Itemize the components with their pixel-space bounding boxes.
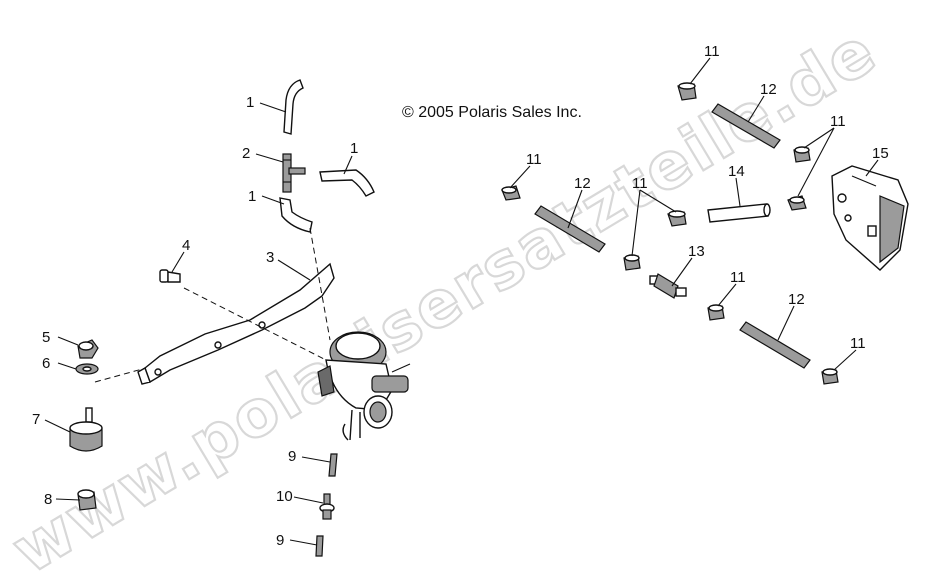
callout-12-low: 12 [788, 291, 805, 308]
callout-13: 13 [688, 243, 705, 260]
pin-part-9-lower[interactable] [315, 535, 324, 557]
hose-part-1-right[interactable] [319, 169, 375, 197]
hose-part-12-mid[interactable] [534, 205, 606, 253]
clamp-part-11-c[interactable] [667, 210, 687, 227]
assembly-line-isolator [94, 367, 147, 383]
fitting-part-2[interactable] [282, 153, 306, 193]
callout-11-right: 11 [830, 113, 846, 130]
clamp-part-11-b[interactable] [501, 185, 521, 201]
pin-part-9-upper[interactable] [328, 453, 338, 477]
callout-10: 10 [276, 488, 293, 505]
callout-1-upper: 1 [246, 94, 254, 111]
clamp-part-11-h[interactable] [821, 368, 839, 385]
clamp-part-11-d[interactable] [623, 254, 641, 271]
hose-part-12-low[interactable] [739, 321, 811, 369]
carburetor[interactable] [317, 331, 411, 441]
filter-part-13[interactable] [649, 273, 687, 299]
tube-part-14[interactable] [707, 203, 771, 223]
callout-11-top: 11 [704, 43, 720, 60]
washer-part-6[interactable] [75, 363, 99, 375]
bolt-part-4[interactable] [159, 269, 181, 283]
callout-14: 14 [728, 163, 745, 180]
clamp-part-11-a[interactable] [677, 82, 697, 101]
callout-12-top: 12 [760, 81, 777, 98]
callout-1-right: 1 [350, 140, 358, 157]
hose-part-12-top[interactable] [711, 103, 781, 149]
callout-3: 3 [266, 249, 274, 266]
callout-9-lower: 9 [276, 532, 284, 549]
callout-11-mid: 11 [632, 175, 648, 192]
callout-9-upper: 9 [288, 448, 296, 465]
jet-part-10[interactable] [319, 493, 335, 520]
clamp-part-11-e[interactable] [793, 146, 811, 163]
callout-11-left: 11 [526, 151, 542, 168]
assembly-line-hose [309, 227, 331, 341]
fuel-pump-part-15[interactable] [831, 165, 909, 271]
callout-11-bottom: 11 [850, 335, 866, 352]
callout-labels: 1 1 1 2 3 4 5 6 7 8 9 9 10 11 11 11 11 1… [32, 43, 889, 549]
clamp-part-11-g[interactable] [707, 304, 725, 321]
callout-8: 8 [44, 491, 52, 508]
callout-12-mid: 12 [574, 175, 591, 192]
callout-11-center: 11 [730, 269, 746, 286]
nut-part-8[interactable] [77, 489, 97, 511]
callout-15: 15 [872, 145, 889, 162]
isolator-part-7[interactable] [69, 407, 103, 452]
callout-5: 5 [42, 329, 50, 346]
nut-part-5[interactable] [77, 339, 99, 359]
callout-6: 6 [42, 355, 50, 372]
callout-1-lower: 1 [248, 188, 256, 205]
copyright-notice: © 2005 Polaris Sales Inc. [402, 104, 582, 121]
assembly-line-bolt [183, 287, 331, 363]
watermark-text: www.polarisersatzteile.de [0, 14, 889, 582]
callout-4: 4 [182, 237, 190, 254]
bracket-part-3[interactable] [137, 262, 335, 385]
clamp-part-11-f[interactable] [787, 195, 807, 211]
leader-lines [44, 57, 879, 546]
callout-2: 2 [242, 145, 250, 162]
callout-7: 7 [32, 411, 40, 428]
hose-part-1-lower[interactable] [279, 197, 313, 233]
hose-part-1-upper[interactable] [283, 79, 304, 135]
